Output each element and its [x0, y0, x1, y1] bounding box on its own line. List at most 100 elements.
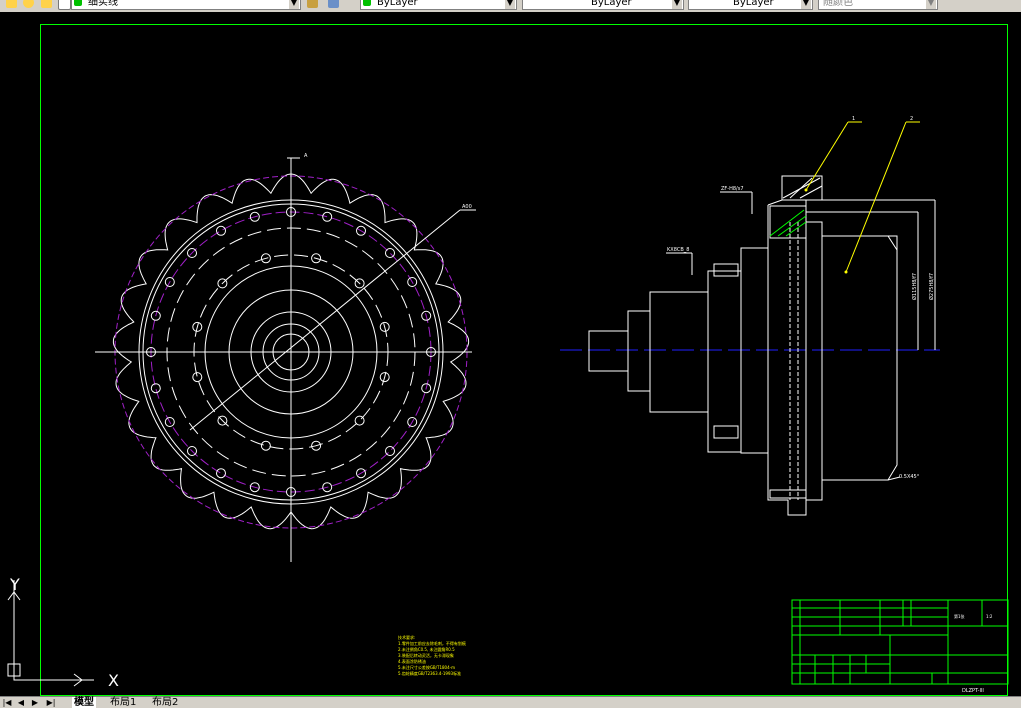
bolt-hole — [150, 383, 161, 394]
bolt-hole — [354, 415, 365, 426]
layer-previous-icon[interactable] — [328, 0, 339, 8]
dim-diam-1-label: Ø115H8/f7 — [911, 273, 918, 300]
plotstyle-value: 随颜色 — [823, 0, 853, 8]
chevron-down-icon: ▼ — [672, 0, 682, 9]
bolt-hole — [385, 446, 395, 456]
bolt-hole — [187, 248, 197, 258]
flange-plate — [707, 270, 742, 453]
leader-dot — [844, 270, 848, 274]
bottom-insert — [769, 489, 807, 499]
bolt-hole — [322, 482, 333, 493]
bolt-hole — [249, 211, 260, 222]
linetype-dropdown[interactable]: ByLayer ▼ — [522, 0, 684, 10]
lineweight-dropdown[interactable]: ByLayer ▼ — [688, 0, 813, 10]
bolt-hole — [311, 253, 322, 264]
section-marker-label: A — [304, 153, 308, 159]
balloon-1-leader — [805, 121, 849, 191]
side-section-view: Ø115H8/f7 Ø275H8/f7 ZF-H8/s7 KX8CB_8 0.5… — [560, 116, 940, 516]
lock-icon[interactable] — [41, 0, 52, 8]
linetype-value: ByLayer — [591, 0, 632, 8]
color-dropdown[interactable]: ByLayer ▼ — [360, 0, 517, 10]
drum-chamfer — [887, 235, 898, 251]
ucs-x-label: X — [108, 671, 119, 690]
chevron-down-icon: ▼ — [289, 0, 299, 9]
ucs-icon: Y X — [7, 575, 119, 690]
bolt-hole — [407, 277, 418, 287]
sprocket-ring-outline — [767, 199, 823, 516]
bolt-hole — [311, 440, 322, 451]
bolt-hole — [164, 277, 175, 287]
diameter-leader-line — [189, 209, 461, 431]
bolt-hole — [379, 321, 390, 332]
fit-1-label: ZF-H8/s7 — [721, 186, 744, 192]
balloon-2-label: 2 — [910, 116, 913, 122]
balloon-1-label: 1 — [852, 116, 855, 122]
bolt-hole — [260, 440, 271, 451]
chamfer-label: 0.5X45° — [899, 474, 920, 480]
properties-toolbar: 细实线 ▼ ByLayer ▼ ByLayer ▼ ByLayer ▼ 随颜色 … — [0, 0, 1021, 12]
drum-outline — [822, 235, 898, 481]
bolt-hole — [192, 372, 203, 383]
sun-icon[interactable] — [23, 0, 34, 8]
bolt-hole — [216, 225, 226, 236]
diameter-label: A00 — [462, 204, 472, 210]
cad-drawing: A A00 — [95, 116, 1009, 694]
note-line: 5.齿轮精度GB/T2363.4-1993标准 — [398, 671, 462, 676]
tab-layout2[interactable]: 布局2 — [152, 697, 179, 708]
layer-state-icon[interactable] — [6, 0, 17, 8]
technical-notes: 技术要求: 1.零件加工前应去除毛刺，不得有划痕 2.未注倒角C0.5, 未注圆… — [398, 635, 518, 677]
chevron-down-icon: ▼ — [801, 0, 811, 9]
bolt-hole — [164, 417, 175, 427]
next-tab-icon[interactable]: ▶ — [31, 698, 39, 707]
layer-color-icon[interactable] — [58, 0, 71, 10]
leader-dot — [804, 188, 808, 192]
drawing-canvas[interactable]: A A00 — [0, 12, 1021, 696]
note-line: 4.表面涂防锈油 — [398, 659, 426, 664]
title-block-frame — [791, 599, 1009, 685]
tab-model[interactable]: 模型 — [72, 697, 96, 708]
bolt-hole — [421, 310, 432, 321]
shaft-step-1 — [627, 310, 651, 392]
bolt-hole — [217, 415, 228, 426]
bolt-hole — [407, 417, 418, 427]
plotstyle-dropdown[interactable]: 随颜色 ▼ — [818, 0, 938, 10]
chevron-down-icon: ▼ — [505, 0, 515, 9]
bolt-hole — [249, 482, 260, 493]
first-tab-icon[interactable]: |◀ — [2, 698, 12, 707]
bolt-hole — [421, 383, 432, 394]
key-block — [781, 175, 823, 201]
balloon-2-leader — [845, 121, 907, 273]
sheet-label: 第1张 — [954, 613, 965, 619]
note-line: 技术要求: — [398, 635, 416, 640]
make-current-layer-icon[interactable] — [307, 0, 318, 8]
bolt-hole — [322, 211, 333, 222]
bolt-hole — [187, 446, 197, 456]
shaft-end — [588, 330, 629, 372]
bolt-hole — [379, 372, 390, 383]
ucs-y-label: Y — [9, 575, 20, 594]
bolt-hole — [260, 253, 271, 264]
chevron-down-icon: ▼ — [926, 0, 936, 9]
prev-tab-icon[interactable]: ◀ — [17, 698, 25, 707]
layer-dropdown[interactable]: 细实线 ▼ — [71, 0, 301, 10]
hatch-line — [785, 221, 807, 237]
note-line: 1.零件加工前应去除毛刺，不得有划痕 — [398, 641, 466, 646]
layout-tabs-bar: |◀ ◀ ▶ ▶| 模型 布局1 布局2 — [0, 696, 1021, 708]
chamfer-leader — [887, 476, 901, 481]
bolt-hole — [385, 248, 395, 258]
note-line: 3.装配后转动灵活，无卡滞现象 — [398, 653, 454, 658]
tab-layout1[interactable]: 布局1 — [110, 697, 137, 708]
drawing-number: DLZPT-III — [962, 688, 984, 694]
bolt-hole — [192, 321, 203, 332]
hatch-line — [769, 209, 805, 237]
last-tab-icon[interactable]: ▶| — [46, 698, 56, 707]
bolt-top — [713, 263, 739, 277]
bolt-hole — [356, 225, 366, 236]
lineweight-value: ByLayer — [733, 0, 774, 8]
shaft-step-2 — [649, 291, 709, 413]
bolt-hole — [216, 468, 226, 479]
layer-green-swatch-icon — [74, 0, 82, 6]
sprocket-front-view: A A00 — [95, 153, 476, 562]
drawing-border — [40, 24, 1008, 696]
bolt-hole — [150, 310, 161, 321]
